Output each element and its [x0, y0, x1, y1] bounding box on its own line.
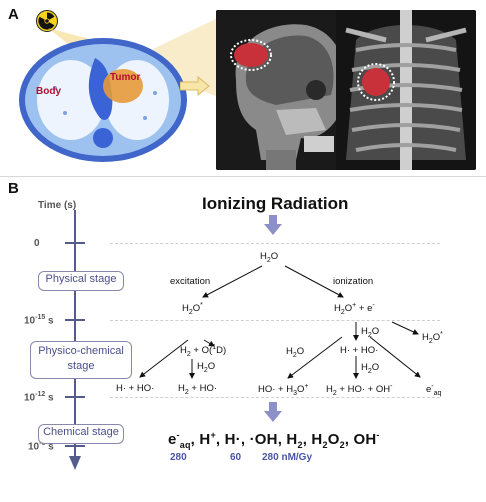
h-ho-left: H· + HO· [116, 383, 155, 394]
radiation-icon [36, 10, 58, 32]
products-arrow-icon [264, 402, 282, 422]
panel-a-letter: A [8, 6, 19, 23]
panel-divider [0, 176, 486, 177]
ionization-label: ionization [333, 276, 374, 287]
body-label: Body [36, 86, 61, 97]
excitation-label: excitation [170, 276, 211, 287]
tick-1e-15: 10-15 s [24, 314, 54, 327]
h-ho-mid: H· + HO· [340, 345, 379, 356]
h2-ho-left: H2 + HO· [178, 383, 218, 396]
h2o-label-mid-left: H2O [286, 346, 305, 359]
yield-oh: 280 nM/Gy [262, 452, 313, 463]
yield-e-aq: 280 [170, 452, 187, 463]
ionizing-radiation-title: Ionizing Radiation [202, 194, 349, 213]
right-arrow-icon [179, 75, 210, 97]
radiolysis-products: e-aq, H+, H·, ·OH, H2, H2O2, OH- [168, 430, 380, 450]
gridline-1e-15 [110, 320, 440, 321]
h2o-star: H2O* [182, 302, 203, 317]
h2o-label-left: H2O [197, 361, 216, 374]
tick-1e-12: 10-12 s [24, 391, 54, 404]
skull-xray-image [216, 10, 356, 170]
h2o-label-mid-top: H2O [361, 326, 380, 339]
down-arrow-icon [264, 215, 282, 235]
chest-xray-image [336, 10, 476, 170]
time-axis-label: Time (s) [38, 200, 77, 211]
tick-0: 0 [34, 238, 40, 249]
ho-h3o: HO· + H3O+ [258, 383, 309, 398]
gridline-0 [110, 243, 440, 244]
body-cross-section [15, 28, 190, 168]
gridline-1e-12 [110, 397, 440, 398]
tumor-label: Tumor [110, 72, 141, 83]
e-aq-label: e-aq [426, 383, 442, 398]
stage-chemical: Chemical stage [38, 424, 124, 444]
h2o-plus-e: H2O+ + e- [334, 302, 375, 317]
panel-b-letter: B [8, 180, 19, 197]
h2-o1d: H2 + O(1D) [180, 344, 227, 359]
h2o-root: H2O [260, 251, 279, 264]
stage-physical: Physical stage [38, 271, 124, 291]
h2o-label-mid-bottom: H2O [361, 362, 380, 375]
yield-h: 60 [230, 452, 242, 463]
time-axis [65, 210, 85, 470]
h2o-star-right: H2O* [422, 331, 443, 346]
h2-ho-oh: H2 + HO· + OH- [326, 383, 393, 398]
